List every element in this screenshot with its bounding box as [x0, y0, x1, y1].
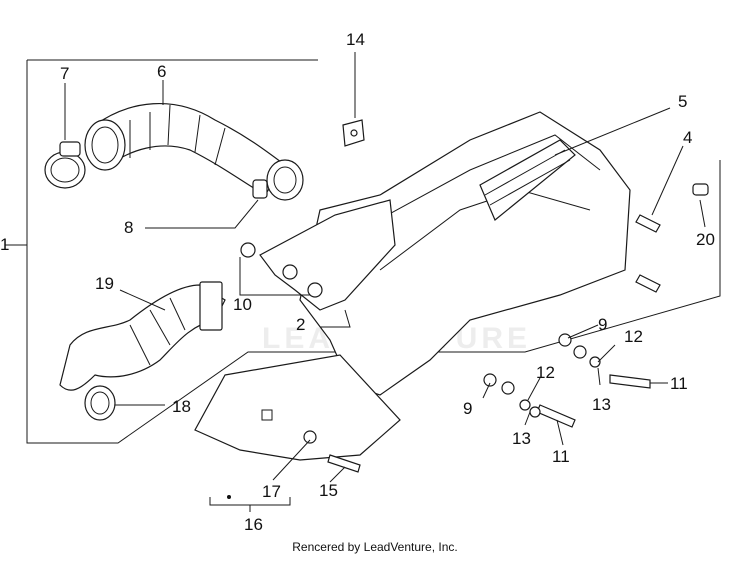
- callout-4: 4: [683, 128, 692, 147]
- hose-clamp-part-18: [84, 385, 116, 421]
- intake-snorkel-part: [59, 281, 226, 391]
- callout-14: 14: [346, 30, 365, 49]
- callout-9-lower: 9: [463, 399, 472, 418]
- screws: [327, 214, 661, 473]
- callout-13-upper: 13: [592, 395, 611, 414]
- callout-6: 6: [157, 62, 166, 81]
- hose-clamp-part-8: [252, 159, 304, 201]
- callout-16: 16: [244, 515, 263, 534]
- credit-text: Rencered by LeadVenture, Inc.: [292, 540, 458, 554]
- callout-9-upper: 9: [598, 315, 607, 334]
- callout-19: 19: [95, 274, 114, 293]
- callout-15: 15: [319, 481, 338, 500]
- assembly-outline: [5, 59, 721, 444]
- callout-13-lower: 13: [512, 429, 531, 448]
- callout-10: 10: [233, 295, 252, 314]
- callout-7: 7: [60, 64, 69, 83]
- callout-17: 17: [262, 482, 281, 501]
- callout-labels: 1 2 4 5 6 7 8 9 9 10 11 11 12 12 13 13 1…: [0, 30, 715, 534]
- callout-2: 2: [296, 315, 305, 334]
- callout-18: 18: [172, 397, 191, 416]
- plug-part: [692, 183, 709, 196]
- callout-8: 8: [124, 218, 133, 237]
- leader-lines: [64, 52, 706, 512]
- callout-20: 20: [696, 230, 715, 249]
- callout-12-upper: 12: [624, 327, 643, 346]
- callout-11-upper: 11: [670, 374, 688, 393]
- callout-5: 5: [678, 92, 687, 111]
- callout-11-lower: 11: [552, 447, 570, 466]
- callout-12-lower: 12: [536, 363, 555, 382]
- washers: [483, 333, 601, 418]
- cover-dot-marker: [227, 495, 231, 499]
- callout-1: 1: [0, 235, 9, 254]
- clip-part: [342, 119, 365, 147]
- intake-hose-part: [84, 103, 286, 196]
- frame-plate: [240, 199, 396, 311]
- hose-clamp-part: [44, 141, 86, 189]
- air-filter-box: [299, 111, 631, 396]
